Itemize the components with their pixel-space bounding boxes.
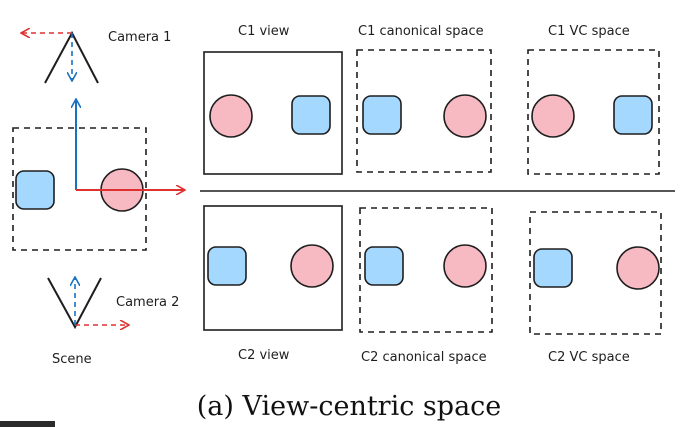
c2-view-label: C2 view [238,348,290,363]
c2-view-panel [203,205,343,331]
c2-view-red-circle [290,244,334,288]
c2-vc-blue-square [533,248,573,288]
camera-2: Camera 2 [47,277,179,330]
camera-2-label: Camera 2 [116,295,179,310]
c1-canonical-blue-square [362,95,402,135]
c1-view-red-circle [209,94,253,138]
c1-vc-blue-square [613,95,653,135]
c2-canonical-panel [359,207,493,333]
c1-vc-panel [527,49,660,175]
c1-view-label: C1 view [238,24,290,39]
c1-canonical-panel [356,49,492,173]
c1-canonical-space-label: C1 canonical space [358,24,484,39]
camera-2-frustum [47,277,102,330]
scene-label: Scene [52,352,92,367]
c1-vc-red-circle [531,94,575,138]
c2-vc-red-circle [616,246,660,290]
c1-vc-space-label: C1 VC space [548,24,630,39]
c1-canonical-red-circle [443,94,487,138]
c2-vc-frame [529,211,662,335]
c1-canonical-frame [356,49,492,173]
camera-1: Camera 1 [22,30,171,84]
c1-view-panel [203,51,343,175]
figure-caption: (a) View-centric space [197,391,502,422]
c2-canonical-frame [359,207,493,333]
c1-view-frame [203,51,343,175]
c2-view-frame [203,205,343,331]
c2-vc-space-label: C2 VC space [548,350,630,365]
corner-artifact [0,421,55,427]
c1-view-blue-square [291,95,331,135]
camera-1-label: Camera 1 [108,30,171,45]
c2-canonical-space-label: C2 canonical space [361,350,487,365]
c2-canonical-red-circle [443,244,487,288]
c2-canonical-blue-square [364,246,404,286]
scene-blue-square [15,170,55,210]
scene-dashed-frame [12,127,147,251]
c1-vc-frame [527,49,660,175]
c2-view-blue-square [207,246,247,286]
camera-1-frustum [44,30,99,84]
c2-vc-panel [529,211,662,335]
scene-box [12,100,184,251]
